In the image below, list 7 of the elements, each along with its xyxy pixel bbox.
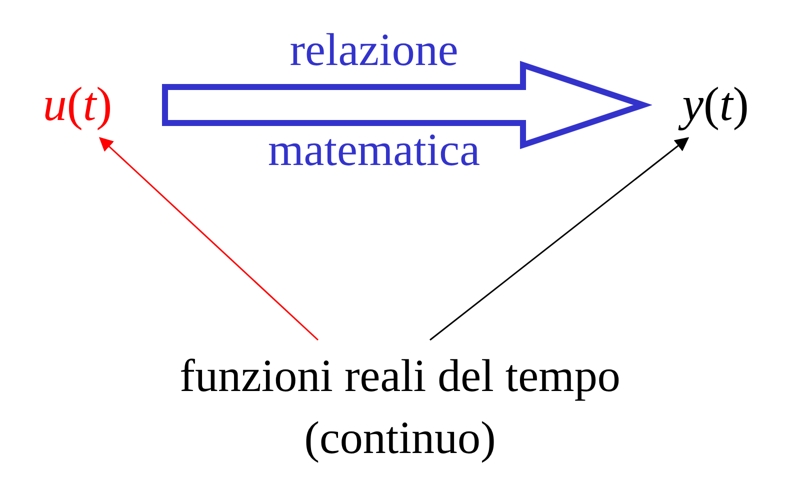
description-text: funzioni reali del tempo (continuo)	[150, 345, 650, 469]
arrow	[98, 137, 318, 341]
arrow	[430, 137, 690, 341]
signal-label: u(t)	[15, 75, 140, 135]
signal-label: y(t)	[648, 75, 783, 135]
edge-label: relazione matematica	[267, 23, 481, 177]
block-arrow	[162, 60, 652, 150]
